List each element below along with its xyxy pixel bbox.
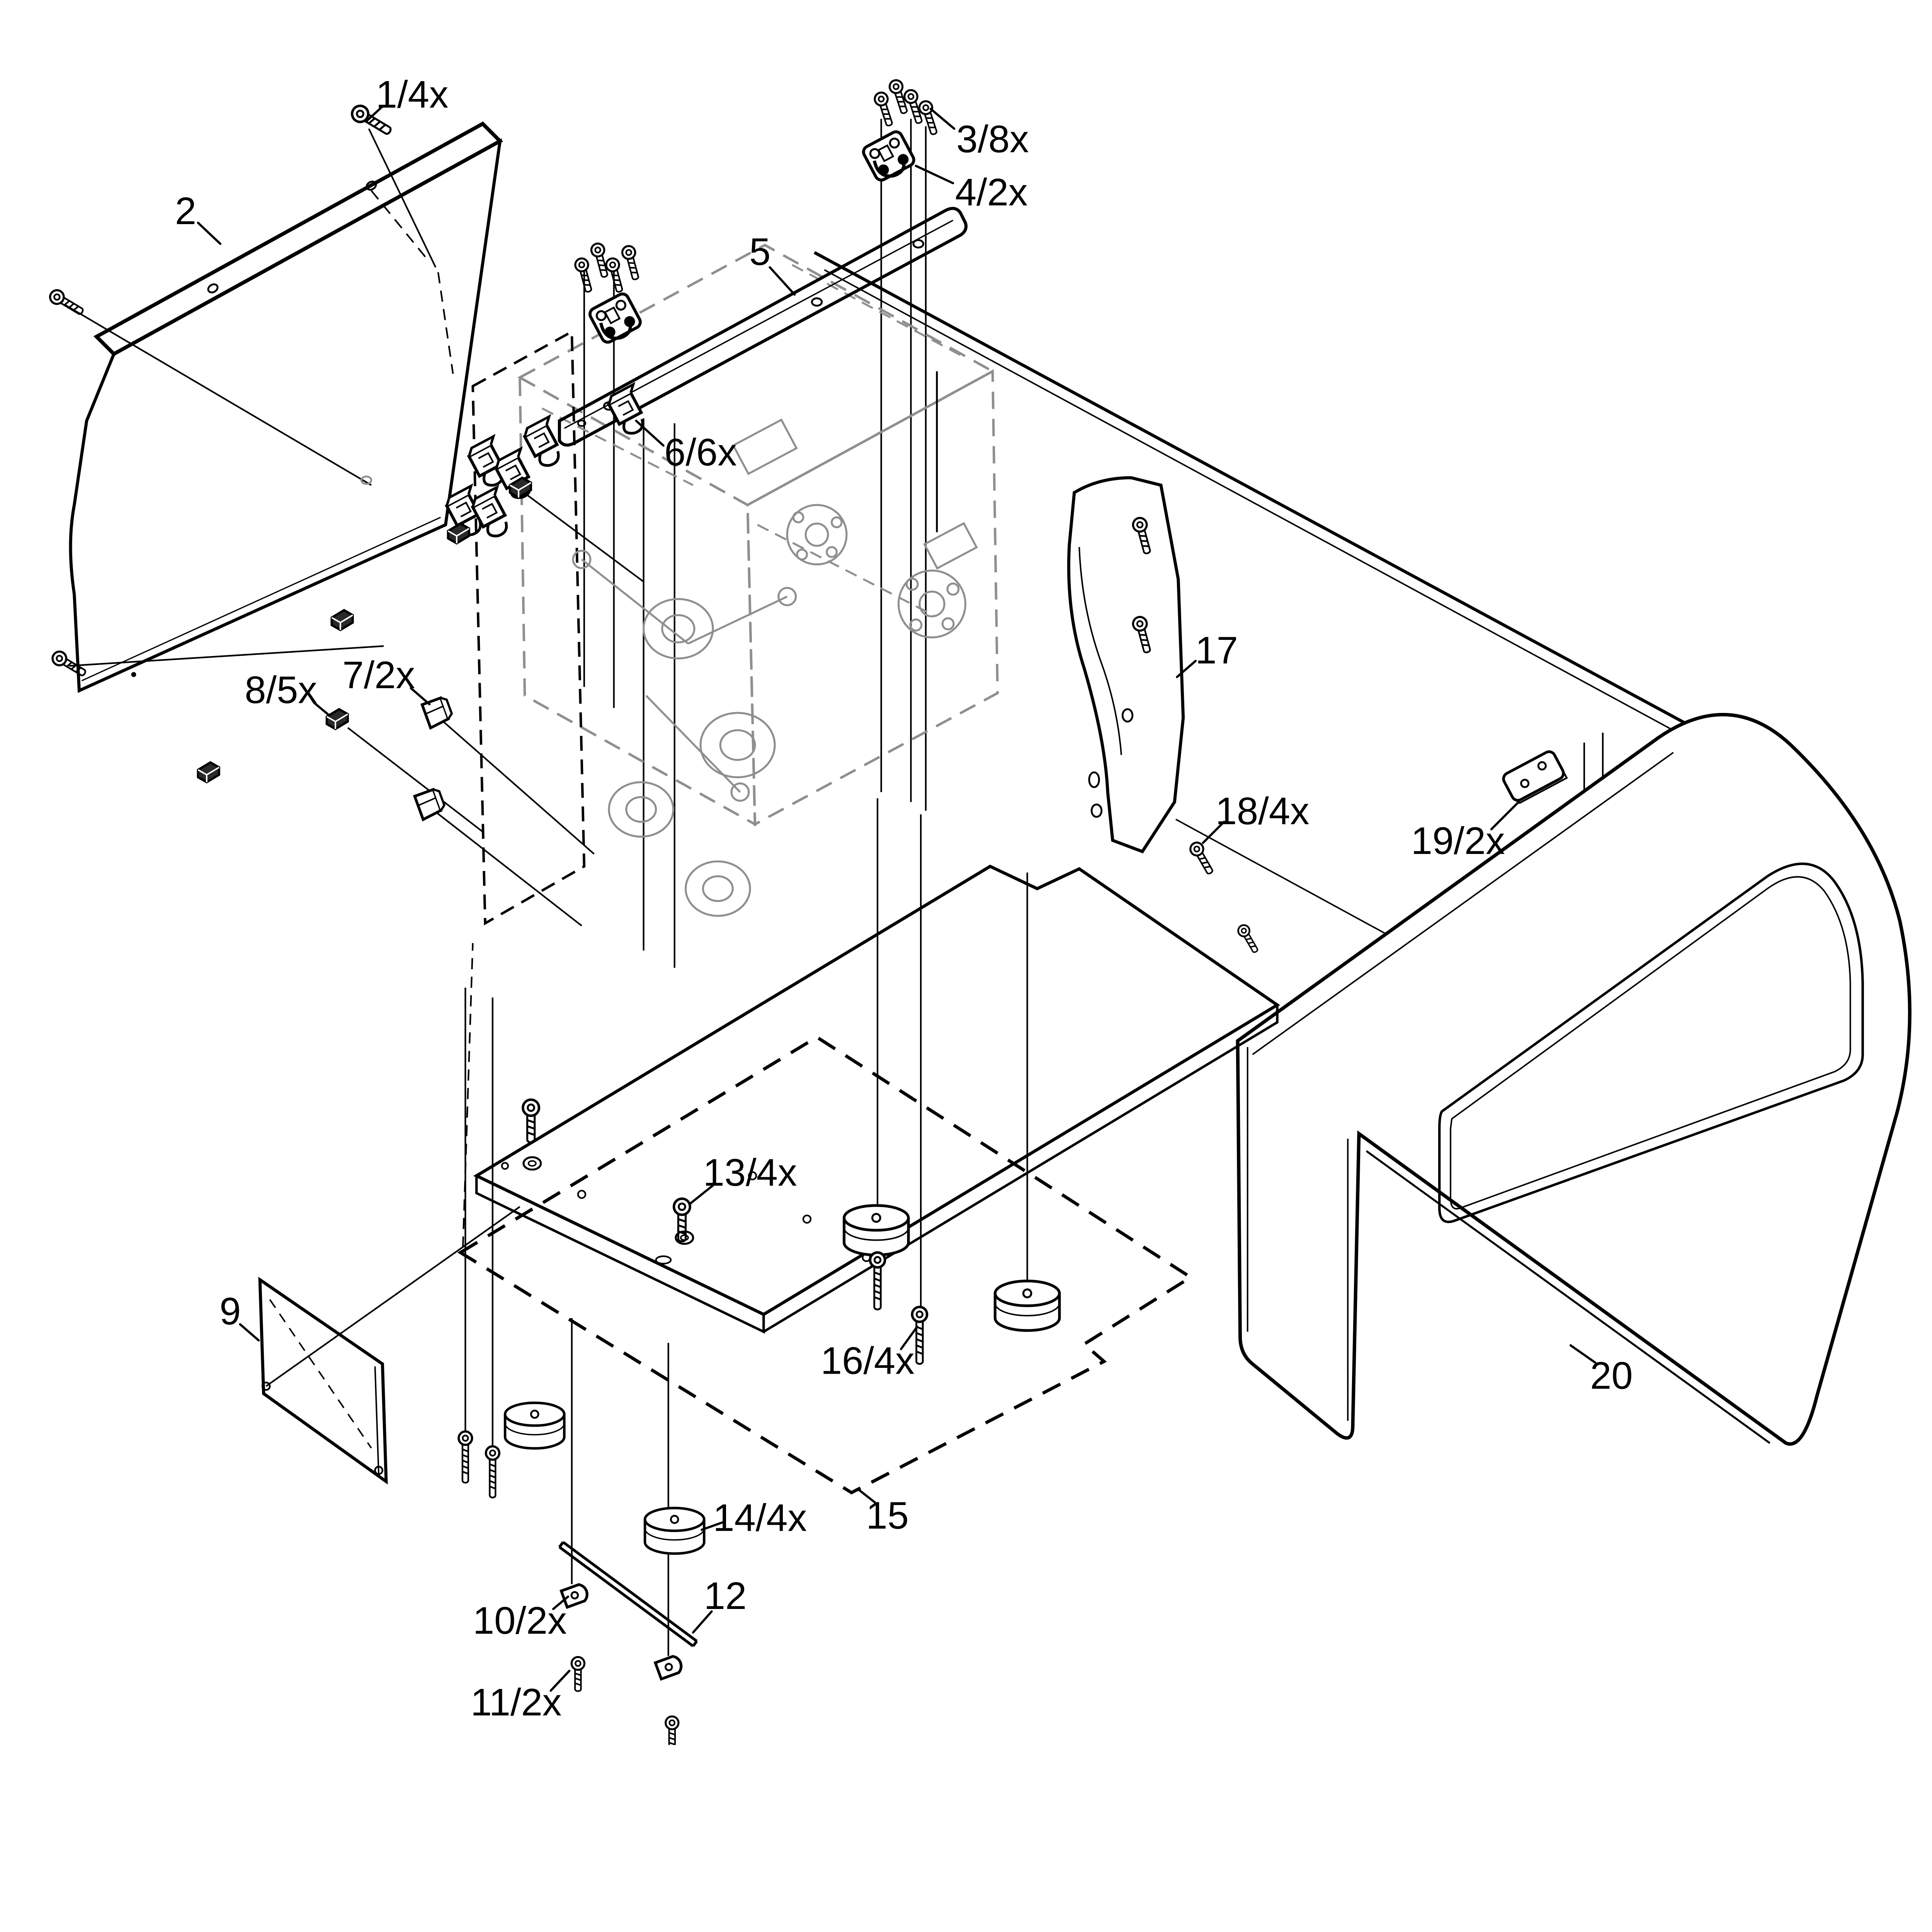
callout-20-leader xyxy=(1569,1344,1597,1364)
callout-6-leader xyxy=(635,420,665,447)
callout-17-label: 17 xyxy=(1195,629,1238,672)
callout-2-label: 2 xyxy=(175,190,196,233)
callout-20-label: 20 xyxy=(1590,1354,1633,1397)
callout-5-label: 5 xyxy=(749,230,770,273)
callout-10-leader xyxy=(552,1595,570,1610)
callout-14-leader xyxy=(701,1521,724,1531)
callout-16-label: 16/4x xyxy=(821,1339,915,1382)
ghost-chassis xyxy=(471,243,999,925)
callout-19-label: 19/2x xyxy=(1411,820,1505,862)
callout-13-label: 13/4x xyxy=(703,1151,797,1194)
callout-12-leader xyxy=(692,1610,713,1634)
callout-7-label: 7/2x xyxy=(342,654,415,697)
callout-16-leader xyxy=(900,1325,918,1350)
callout-3-label: 3/8x xyxy=(956,118,1029,161)
construction-lines xyxy=(64,119,1604,1656)
part-13-base-plate xyxy=(473,864,1280,1334)
part-7-clips xyxy=(415,696,454,820)
callout-15-label: 15 xyxy=(866,1494,908,1537)
callout-19-leader xyxy=(1490,801,1520,830)
exploded-parts-drawing: 1/4x 2 3/8x 4/2x 5 6/6x 7/2x 8/5x 9 10/2… xyxy=(46,73,1912,1745)
exploded-diagram-page: 1/4x 2 3/8x 4/2x 5 6/6x 7/2x 8/5x 9 10/2… xyxy=(46,73,1912,1745)
callout-11-label: 11/2x xyxy=(471,1681,562,1724)
callout-8-label: 8/5x xyxy=(245,668,317,711)
callout-6-label: 6/6x xyxy=(664,431,737,474)
callout-18-label: 18/4x xyxy=(1216,790,1310,833)
callout-1-leader xyxy=(365,105,384,122)
part-2-side-panel xyxy=(69,121,503,693)
callout-7-leader xyxy=(410,687,431,706)
part-20-cover xyxy=(1236,713,1912,1446)
part-15-dashed-outline xyxy=(457,1035,1194,1495)
callout-3-leader xyxy=(929,107,956,130)
part-12-rod xyxy=(558,1541,698,1647)
callout-13-leader xyxy=(688,1183,716,1206)
part-18-screws xyxy=(1188,840,1261,955)
callout-17-leader xyxy=(1176,660,1197,678)
callout-4-leader xyxy=(915,165,954,184)
callout-9-leader xyxy=(239,1323,260,1342)
callout-4-label: 4/2x xyxy=(955,171,1028,214)
callout-10-label: 10/2x xyxy=(473,1599,567,1642)
callout-14-label: 14/4x xyxy=(713,1497,807,1539)
callout-9-label: 9 xyxy=(219,1290,241,1333)
callout-1-label: 1/4x xyxy=(376,73,449,116)
part-17-bracket xyxy=(1067,476,1185,854)
callout-11-leader xyxy=(549,1670,571,1692)
callout-12-label: 12 xyxy=(704,1575,747,1617)
callouts: 1/4x 2 3/8x 4/2x 5 6/6x 7/2x 8/5x 9 10/2… xyxy=(175,73,1633,1724)
callout-15-leader xyxy=(856,1488,876,1504)
callout-8-leader xyxy=(313,702,330,717)
part-6-clips xyxy=(444,384,654,540)
callout-2-leader xyxy=(197,221,222,245)
callout-18-leader xyxy=(1202,820,1225,844)
part-9-small-panel xyxy=(258,1277,388,1485)
callout-5-leader xyxy=(769,266,796,296)
part-4-hinge-top xyxy=(861,78,940,184)
